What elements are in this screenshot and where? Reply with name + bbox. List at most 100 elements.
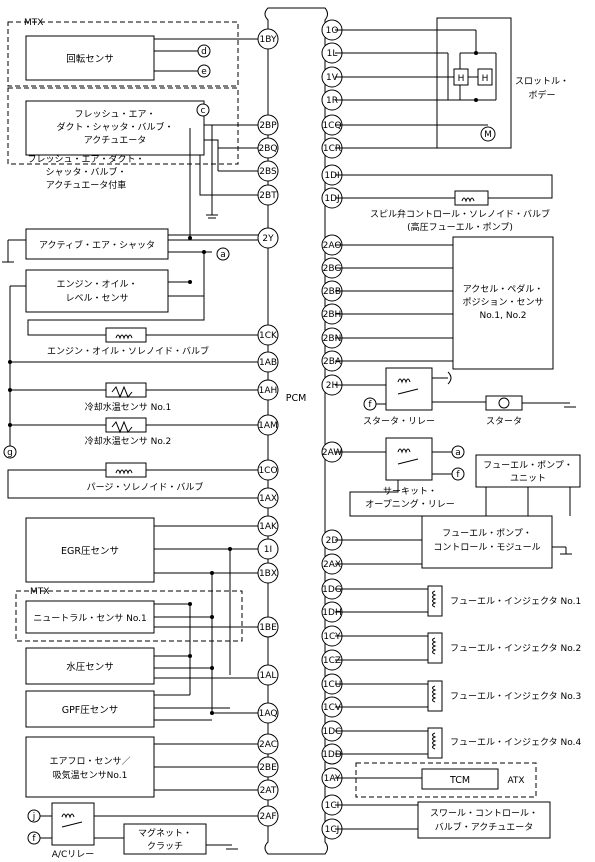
pin-label: 1AH bbox=[259, 386, 278, 396]
pin-label: 2AX bbox=[323, 560, 341, 570]
pin-label: 1I bbox=[264, 545, 272, 555]
circuit-relay-line2: オープニング・リレー bbox=[365, 498, 454, 510]
pin-label: 2BN bbox=[323, 334, 342, 344]
pin-2BT: 2BT bbox=[257, 184, 279, 206]
pin-1AB: 1AB bbox=[257, 351, 279, 373]
pin-label: 2AW bbox=[322, 448, 342, 458]
injector-3 bbox=[335, 680, 443, 712]
mtx-top-dashed-box bbox=[7, 21, 239, 87]
pin-1CQ: 1CQ bbox=[321, 114, 343, 136]
throttle-line2: ボデー bbox=[528, 89, 555, 101]
connector-f-left-label: f bbox=[32, 834, 36, 844]
pin-label: 2Y bbox=[262, 234, 274, 244]
pin-label: 1CV bbox=[323, 703, 342, 713]
tcm-label: TCM bbox=[449, 775, 470, 786]
pin-label: 1AQ bbox=[259, 709, 278, 719]
rotation-sensor-box bbox=[25, 35, 155, 81]
connector-c-label: c bbox=[201, 106, 206, 116]
flesh-air-dashed-box bbox=[7, 87, 239, 165]
pin-label: 2BP bbox=[259, 121, 277, 131]
oil-solenoid-label: エンジン・オイル・ソレノイド・バルブ bbox=[47, 345, 209, 357]
pin-1V: 1V bbox=[321, 66, 343, 88]
pin-label: 2BT bbox=[259, 191, 277, 201]
pin-2AC: 2AC bbox=[257, 733, 279, 755]
throttle-h-right-label: H bbox=[482, 74, 489, 84]
inj4-label: フューエル・インジェクタ No.4 bbox=[450, 737, 581, 748]
connector-d-label: d bbox=[201, 47, 207, 57]
connector-g bbox=[3, 445, 17, 459]
pin-label: 1CZ bbox=[323, 656, 341, 666]
pin-label: 1CI bbox=[325, 801, 340, 811]
water-label: 水圧センサ bbox=[66, 661, 114, 673]
pin-label: 1CO bbox=[258, 466, 277, 476]
pin-label: 1O bbox=[326, 26, 339, 36]
active-shutter-label: アクティブ・エア・シャッタ bbox=[39, 239, 155, 251]
connector-a-right bbox=[451, 445, 465, 459]
neutral-label: ニュートラル・センサ No.1 bbox=[33, 613, 147, 624]
pin-label: 1DC bbox=[323, 727, 342, 737]
pin-1AL: 1AL bbox=[257, 664, 279, 686]
injector-2 bbox=[335, 632, 443, 664]
fuel-pump-module-box bbox=[421, 515, 553, 569]
pin-label: 1AB bbox=[259, 358, 277, 368]
pin-1CY: 1CY bbox=[321, 625, 343, 647]
circuit-relay-line1: サーキット・ bbox=[383, 486, 437, 497]
mtx-top-label: MTX bbox=[24, 18, 43, 28]
pin-label: 1BE bbox=[259, 623, 277, 633]
starter-motor-icon bbox=[498, 397, 510, 409]
gpf-box bbox=[25, 690, 155, 728]
fuel-pump-unit-line2: ユニット bbox=[510, 474, 546, 484]
connector-c bbox=[196, 103, 210, 117]
throttle-h-left-label: H bbox=[458, 74, 465, 84]
connector-a-left bbox=[216, 247, 230, 261]
accel-line1: アクセル・ペダル・ bbox=[463, 283, 544, 295]
swirl-line1: スワール・コントロール・ bbox=[430, 809, 538, 819]
pin-2BB: 2BB bbox=[321, 280, 343, 302]
pin-circle bbox=[257, 227, 279, 249]
pin-1AQ: 1AQ bbox=[257, 702, 279, 724]
pin-label: 2BE bbox=[259, 763, 277, 773]
gpf-label: GPF圧センサ bbox=[62, 705, 119, 716]
connector-a-left-label: a bbox=[220, 250, 226, 260]
mtx-mid-dashed-box bbox=[15, 590, 243, 642]
pin-label: 1AL bbox=[260, 671, 277, 681]
pin-label: 1DI bbox=[324, 171, 339, 181]
pin-label: 2AO bbox=[323, 241, 342, 251]
airflow-box bbox=[25, 736, 155, 798]
pin-2AT: 2AT bbox=[257, 779, 279, 801]
connector-a-right-label: a bbox=[455, 448, 461, 458]
pin-label: 1BX bbox=[259, 569, 277, 579]
connector-d bbox=[197, 44, 211, 58]
connector-f-right2 bbox=[451, 467, 465, 481]
pin-label: 2D bbox=[326, 536, 339, 546]
tcm-box bbox=[421, 768, 499, 790]
pin-1DJ: 1DJ bbox=[321, 187, 343, 209]
throttle-line1: スロットル・ bbox=[515, 77, 569, 87]
airflow-line1: エアフロ・センサ／ bbox=[49, 756, 130, 767]
pin-label: 2AC bbox=[259, 740, 277, 750]
pin-label: 2BG bbox=[323, 264, 342, 274]
connector-g-label: g bbox=[7, 448, 13, 458]
pin-label: 1AX bbox=[259, 494, 277, 504]
pin-label: 1DD bbox=[322, 750, 342, 760]
pin-group: 1BY2BP2BQ2BS2BT2Y1CK1AB1AH1AM1CO1AX1AK1I… bbox=[257, 19, 343, 840]
mtx-mid-label: MTX bbox=[30, 587, 49, 597]
connector-f-right1-label: f bbox=[368, 400, 372, 410]
magnet-clutch-box bbox=[123, 823, 207, 855]
pin-label: 1AK bbox=[259, 522, 278, 532]
pin-label: 1CJ bbox=[325, 825, 340, 835]
accel-line2: ポジション・センサ bbox=[462, 297, 543, 308]
pcm-label: PCM bbox=[286, 393, 307, 404]
fuel-pump-module-line1: フューエル・ポンプ・ bbox=[442, 528, 532, 539]
swirl-box bbox=[417, 801, 551, 839]
pin-label: 1BY bbox=[260, 35, 277, 45]
pin-2AF: 2AF bbox=[257, 805, 279, 827]
starter-relay-label: スタータ・リレー bbox=[363, 416, 435, 427]
pin-label: 1V bbox=[326, 73, 339, 83]
pin-1CK: 1CK bbox=[257, 324, 279, 346]
throttle-body-box bbox=[436, 17, 512, 149]
pin-label: 1CQ bbox=[322, 121, 341, 131]
coolant2-box bbox=[105, 417, 147, 433]
purge-label: パージ・ソレノイド・バルブ bbox=[87, 481, 204, 493]
injector-4 bbox=[335, 727, 443, 759]
